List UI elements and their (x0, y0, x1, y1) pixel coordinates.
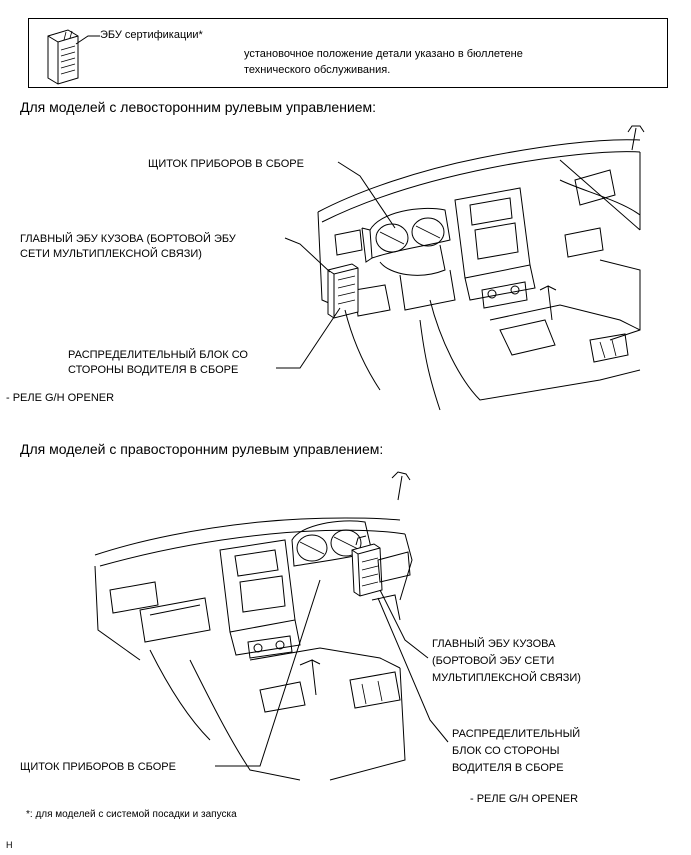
footnote: *: для моделей с системой посадки и запу… (26, 809, 237, 820)
legend-box (28, 18, 668, 88)
rhd-relay-label: - РЕЛЕ G/H OPENER (470, 793, 579, 805)
rhd-junction-block-label-line1: РАСПРЕДЕЛИТЕЛЬНЫЙ (452, 728, 581, 740)
legend-note-line1: установочное положение детали указано в … (244, 48, 523, 60)
lhd-dashboard-drawing (276, 125, 645, 411)
lhd-heading: Для моделей с левосторонним рулевым упра… (20, 99, 377, 115)
rhd-junction-block-label-line3: ВОДИТЕЛЯ В СБОРЕ (452, 762, 564, 774)
rhd-junction-block-label-line2: БЛОК СО СТОРОНЫ (452, 745, 560, 757)
lhd-relay-label: - РЕЛЕ G/H OPENER (6, 392, 115, 404)
rhd-combination-meter-label: ЩИТОК ПРИБОРОВ В СБОРЕ (20, 761, 176, 773)
lhd-junction-block-label-line1: РАСПРЕДЕЛИТЕЛЬНЫЙ БЛОК СО (68, 349, 248, 361)
lhd-junction-block-label-line2: СТОРОНЫ ВОДИТЕЛЯ В СБОРЕ (68, 364, 239, 376)
rhd-dashboard-drawing (94, 471, 449, 781)
certification-ecu-icon (47, 29, 100, 85)
rhd-main-body-ecu-label-line3: МУЛЬТИПЛЕКСНОЙ СВЯЗИ) (432, 672, 581, 684)
rhd-main-body-ecu-label-line2: (БОРТОВОЙ ЭБУ СЕТИ (432, 655, 555, 667)
certification-ecu-label: ЭБУ сертификации* (100, 29, 203, 41)
lhd-main-body-ecu-label-line1: ГЛАВНЫЙ ЭБУ КУЗОВА (БОРТОВОЙ ЭБУ (20, 233, 236, 245)
legend-note-line2: технического обслуживания. (244, 64, 391, 76)
lhd-combination-meter-label: ЩИТОК ПРИБОРОВ В СБОРЕ (148, 158, 304, 170)
lhd-main-body-ecu-label-line2: СЕТИ МУЛЬТИПЛЕКСНОЙ СВЯЗИ) (20, 248, 202, 260)
rhd-heading: Для моделей с правосторонним рулевым упр… (20, 441, 384, 457)
rhd-main-body-ecu-label-line1: ГЛАВНЫЙ ЭБУ КУЗОВА (432, 638, 556, 650)
corner-mark: H (6, 840, 13, 850)
